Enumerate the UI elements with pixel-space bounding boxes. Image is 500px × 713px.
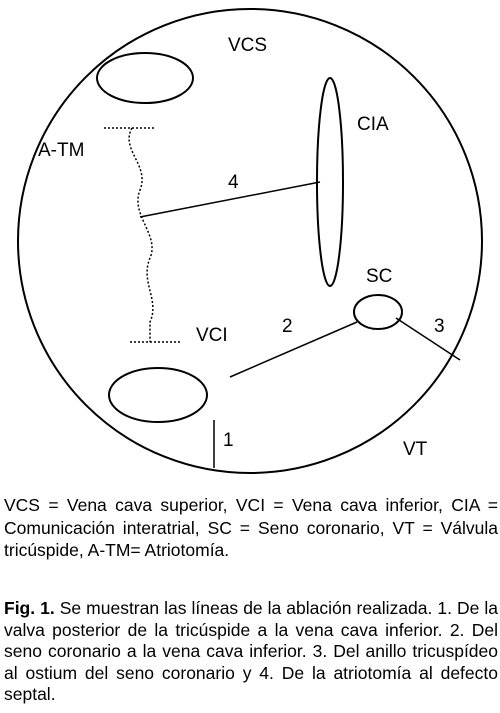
label-vt: VT bbox=[403, 439, 428, 460]
vcs-ellipse bbox=[96, 52, 194, 104]
label-line-3: 3 bbox=[434, 316, 445, 337]
label-line-4: 4 bbox=[228, 172, 239, 193]
figure-caption: Fig. 1. Se muestran las líneas de la abl… bbox=[4, 598, 498, 706]
caption-text: Se muestran las líneas de la ablación re… bbox=[4, 598, 498, 704]
vci-ellipse bbox=[108, 367, 208, 423]
ablation-line-3 bbox=[395, 317, 461, 361]
label-sc: SC bbox=[366, 266, 392, 287]
label-vci: VCI bbox=[196, 325, 228, 346]
cia-ellipse bbox=[316, 77, 344, 287]
sc-ellipse bbox=[353, 294, 403, 330]
ablation-line-2 bbox=[229, 321, 358, 378]
atriotomy-line bbox=[128, 127, 154, 342]
atrium-outline bbox=[17, 8, 483, 474]
ablation-diagram: VCS CIA A-TM 4 SC 2 3 VCI 1 VT bbox=[17, 8, 483, 474]
abbreviation-legend: VCS = Vena cava superior, VCI = Vena cav… bbox=[4, 495, 498, 560]
label-vcs: VCS bbox=[228, 35, 267, 56]
ablation-line-4 bbox=[139, 181, 321, 218]
label-line-2: 2 bbox=[282, 316, 293, 337]
label-atm: A-TM bbox=[38, 140, 84, 161]
label-line-1: 1 bbox=[223, 430, 234, 451]
figure-label: Fig. 1. bbox=[4, 598, 55, 618]
label-cia: CIA bbox=[357, 114, 389, 135]
